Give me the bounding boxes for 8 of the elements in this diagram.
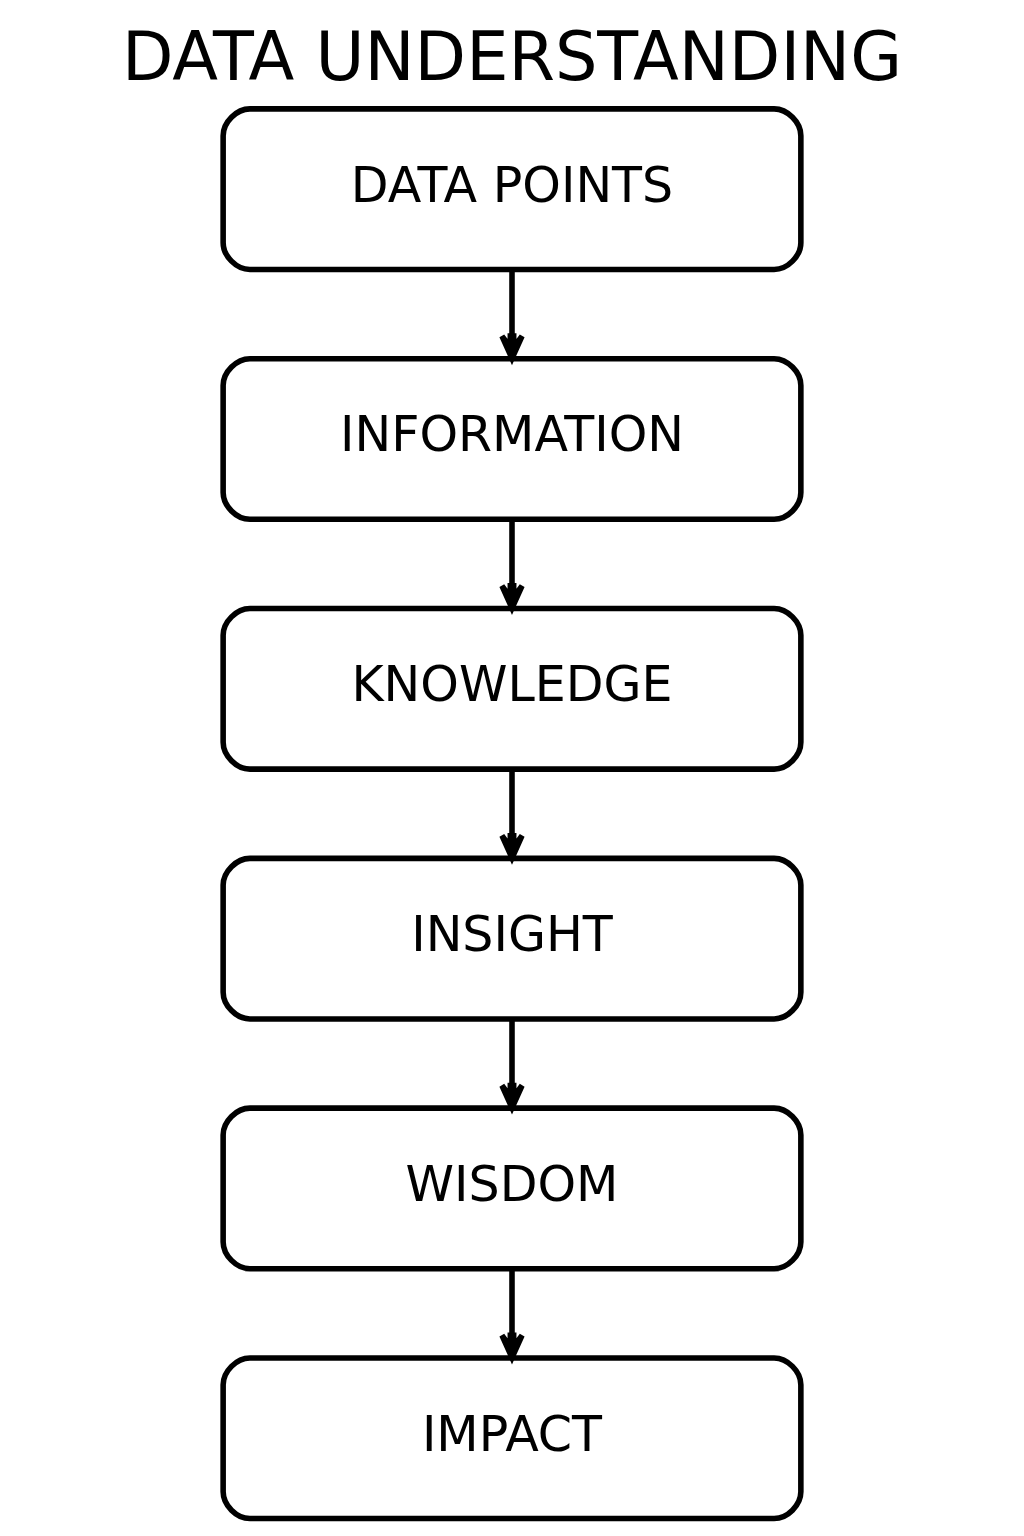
node-box: KNOWLEDGE — [220, 605, 804, 772]
node-box: IMPACT — [220, 1355, 804, 1522]
node-box: INSIGHT — [220, 855, 804, 1022]
node-box: WISDOM — [220, 1105, 804, 1272]
node-box: DATA POINTS — [220, 106, 804, 273]
diagram-title: DATA UNDERSTANDING — [121, 17, 903, 96]
arrow — [499, 269, 525, 362]
node-box: INFORMATION — [220, 355, 804, 523]
